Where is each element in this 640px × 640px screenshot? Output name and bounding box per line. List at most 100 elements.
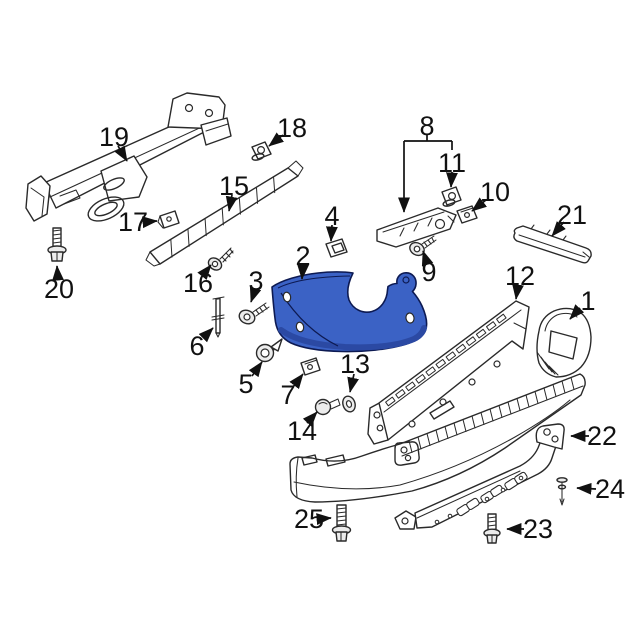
part-16-screw (207, 247, 234, 271)
callout-arrow-9 (421, 250, 434, 267)
callout-arrow-10 (471, 197, 488, 212)
callout-label-23: 23 (523, 514, 553, 544)
cover-rib (462, 419, 467, 432)
callout-label-1: 1 (580, 286, 595, 316)
part-15-reinforcement-strip (145, 160, 304, 267)
reinforcement-hatch (238, 197, 241, 215)
part-5-push-clip (255, 338, 283, 363)
callout-label-11: 11 (438, 148, 466, 178)
cover-rib (516, 398, 521, 411)
callout-label-21: 21 (557, 200, 587, 230)
cover-rib (480, 412, 485, 425)
cover-rib (534, 391, 539, 404)
callouts-layer: 1234567891011121314151617181920212223242… (44, 111, 625, 544)
valance-hole (500, 487, 506, 493)
part-22-bracket (535, 423, 565, 450)
part-14-shoulder-rivet (314, 398, 341, 416)
callout-label-4: 4 (324, 201, 339, 231)
part-19-hitch-crossmember (25, 92, 232, 222)
part-12-impact-bar (367, 300, 530, 445)
callout-label-10: 10 (480, 177, 510, 207)
cover-rib (507, 401, 512, 415)
part-24-pin (556, 477, 568, 506)
part-18-u-nut (251, 141, 272, 161)
impact-bar-slot (405, 381, 416, 392)
callout-arrow-24 (576, 482, 597, 495)
callout-arrow-2 (297, 264, 309, 280)
callout-label-5: 5 (238, 369, 253, 399)
part-1-end-cap (536, 307, 592, 378)
cover-rib (471, 415, 476, 429)
callout-arrow-12 (512, 283, 524, 300)
callout-label-7: 7 (280, 380, 295, 410)
reinforcement-hatch (255, 187, 259, 204)
cover-rib (453, 422, 458, 436)
callout-label-9: 9 (421, 257, 436, 287)
callout-label-14: 14 (287, 416, 317, 446)
part-11-u-nut (441, 186, 462, 207)
impact-bar-slot (475, 328, 487, 339)
callout-arrow-1 (569, 304, 585, 320)
callout-label-12: 12 (505, 261, 535, 291)
cover-rib (498, 405, 503, 418)
impact-bar-slot (455, 343, 467, 354)
reinforcement-hatch (204, 218, 207, 237)
callout-arrow-17 (142, 216, 158, 229)
part-25-screw (331, 504, 352, 542)
callout-label-25: 25 (294, 504, 324, 534)
callout-arrow-5 (248, 361, 263, 378)
callout-label-16: 16 (183, 268, 213, 298)
impact-bar-slot (496, 313, 507, 324)
impact-bar-slot (415, 374, 426, 384)
callout-label-17: 17 (118, 207, 148, 237)
callout-arrow-3 (249, 286, 262, 303)
callout-arrow-13 (347, 373, 359, 393)
callout-label-15: 15 (219, 171, 249, 201)
cover-rib (426, 433, 431, 446)
part-7-clip (300, 357, 321, 376)
impact-bar-slot (445, 351, 457, 362)
valance-slot (490, 484, 504, 497)
part-9-screw (409, 235, 437, 257)
part-8-side-bracket (376, 207, 457, 248)
cover-rib (444, 426, 449, 439)
callout-arrow-4 (325, 224, 338, 242)
part-23-screw (483, 513, 501, 544)
callout-arrow-6 (198, 327, 214, 343)
callout-label-18: 18 (277, 113, 307, 143)
part-3-screw (238, 302, 270, 325)
callout-label-19: 19 (99, 122, 129, 152)
impact-bar-slot (486, 321, 497, 331)
bumper-cover (289, 373, 586, 503)
reinforcement-hatch (273, 177, 276, 194)
valance-hole (447, 513, 453, 519)
cover-rib (552, 384, 557, 397)
callout-arrow-19 (114, 145, 128, 162)
part-21-molding-strip (513, 224, 592, 264)
part-17-clip (157, 210, 180, 229)
callout-arrow-20 (52, 265, 64, 281)
impact-bar-slot (385, 396, 396, 407)
valance-hole (518, 475, 524, 481)
reinforcement-hatch (170, 239, 173, 258)
impact-bar-slot (435, 358, 446, 369)
part-13-grommet (342, 395, 356, 413)
cover-rib (489, 408, 494, 422)
callout-label-8: 8 (419, 111, 434, 141)
part-20-bolt (47, 227, 67, 262)
cover-rib (417, 436, 422, 450)
callout-label-20: 20 (44, 274, 74, 304)
valance-hole (434, 519, 440, 525)
valance-slot (466, 497, 480, 510)
callout-label-3: 3 (248, 266, 263, 296)
part-6-stud-pin (211, 296, 225, 338)
part-2-highlighted-side-support (271, 271, 428, 353)
valance-hole (484, 496, 490, 502)
cover-rib (435, 429, 440, 443)
cover-rib (570, 377, 575, 390)
callout-arrow-18 (268, 132, 285, 147)
impact-bar-slot (465, 336, 477, 346)
callout-label-24: 24 (595, 474, 625, 504)
